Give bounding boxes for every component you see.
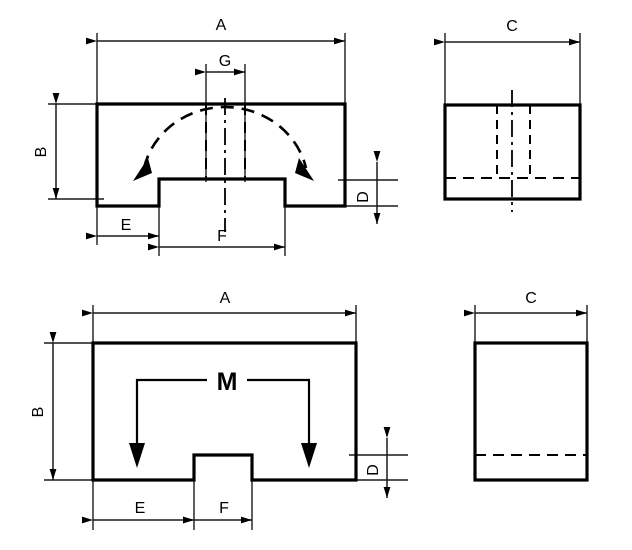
view-bottom-right: C <box>464 290 589 482</box>
dim-label-e-bottom: E <box>135 500 146 517</box>
rotation-arc-top-left <box>142 105 308 169</box>
m-arrow-left <box>129 443 145 468</box>
part-outline-bottom-right <box>473 341 589 482</box>
part-outline-bottom-left <box>91 341 358 482</box>
view-top-left: A G B D E F <box>33 17 398 256</box>
dim-label-d-bottom: D <box>365 464 382 476</box>
dim-label-c-top: C <box>506 18 518 35</box>
m-leader-right <box>247 378 311 455</box>
view-top-right: C <box>434 18 582 212</box>
dim-label-e-top: E <box>121 217 132 234</box>
m-arrow-right <box>301 443 317 468</box>
dim-label-c-bottom: C <box>525 290 537 307</box>
dim-label-f-top: F <box>217 228 227 245</box>
dim-label-g-top: G <box>219 53 231 70</box>
dim-label-b-bottom: B <box>30 407 47 418</box>
view-bottom-left: A B D E F M <box>30 290 408 530</box>
dim-label-a-bottom: A <box>220 290 231 307</box>
m-leader-left <box>135 378 207 455</box>
dim-label-d-top: D <box>355 191 372 203</box>
dim-label-f-bottom: F <box>219 500 229 517</box>
rotation-arrow-left <box>133 158 152 181</box>
rotation-arrow-right <box>295 158 314 181</box>
dim-label-a-top: A <box>216 17 227 34</box>
dim-label-b-top: B <box>33 147 50 158</box>
callout-label-m: M <box>217 368 238 396</box>
part-outline-top-left <box>95 102 347 208</box>
